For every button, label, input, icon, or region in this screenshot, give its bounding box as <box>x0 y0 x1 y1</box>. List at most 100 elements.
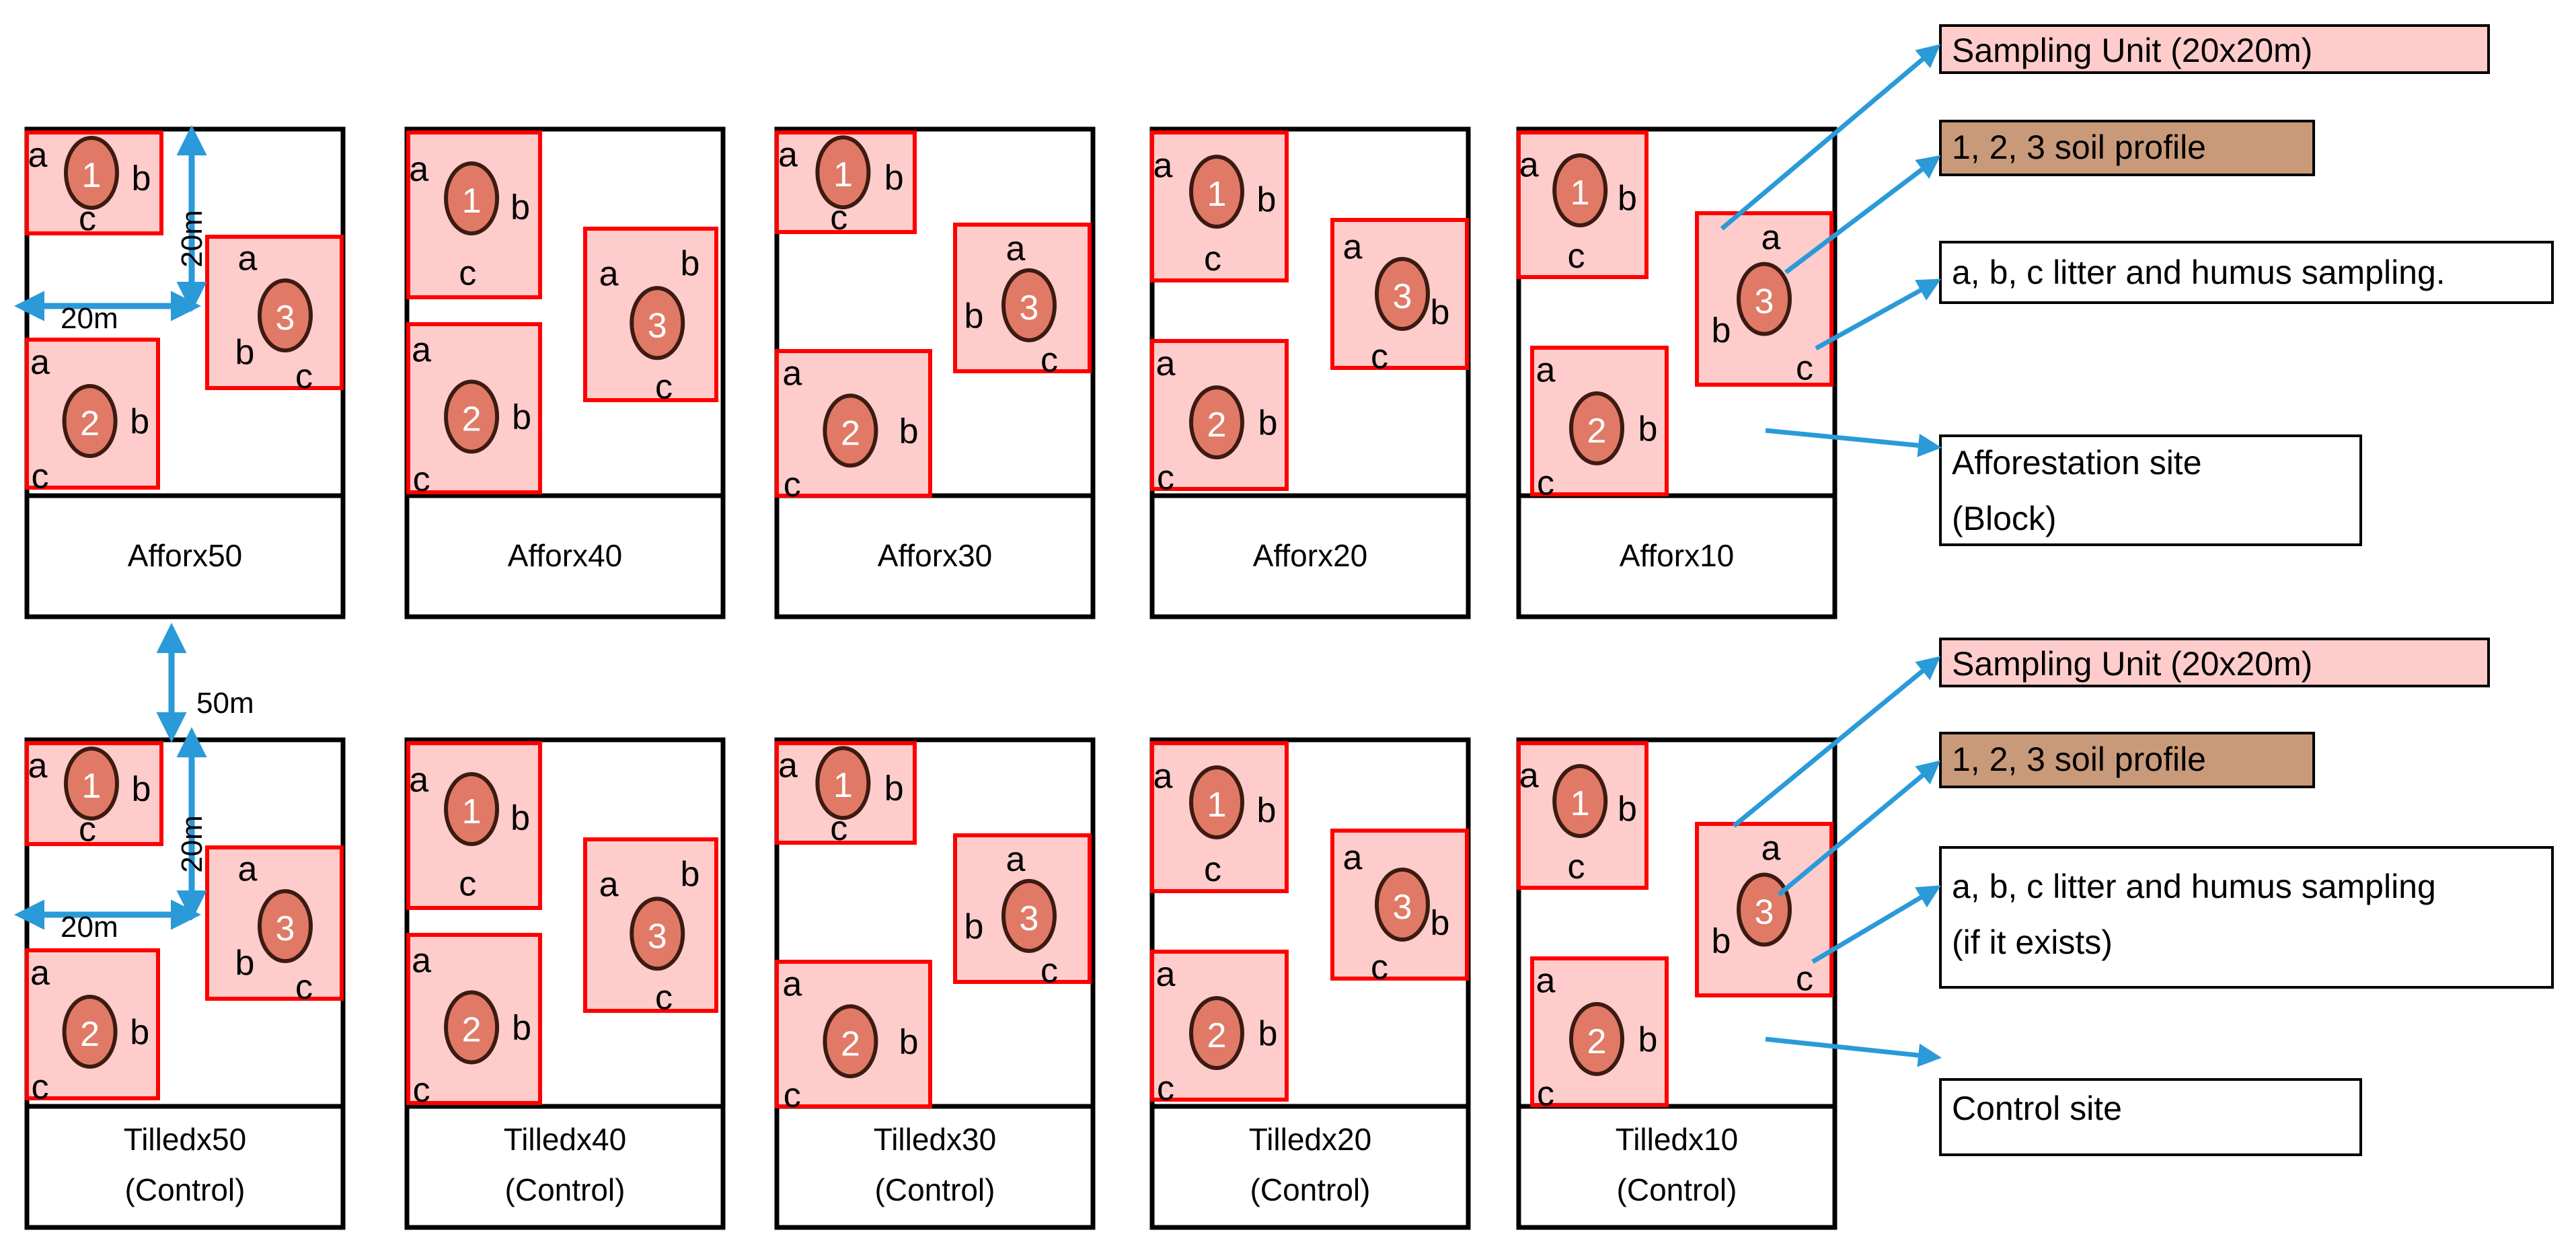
legend-soil-profile-text-control: 1, 2, 3 soil profile <box>1952 740 2206 778</box>
litter-point-c: c <box>1537 464 1554 503</box>
litter-point-a: a <box>409 150 428 189</box>
litter-point-a: a <box>1156 344 1176 383</box>
soil-profile-marker <box>823 393 878 468</box>
litter-point-a: a <box>412 942 431 981</box>
litter-point-b: b <box>1431 293 1450 332</box>
litter-point-c: c <box>1796 349 1813 388</box>
litter-point-c: c <box>655 368 673 407</box>
pointer-sampling-unit-control <box>1732 656 1941 828</box>
litter-point-a: a <box>1536 962 1556 1001</box>
litter-point-c: c <box>1796 960 1813 999</box>
pointer-soil-profile-control <box>1777 760 1941 897</box>
soil-profile-number: 3 <box>648 917 667 956</box>
litter-point-b: b <box>235 944 255 983</box>
soil-profile-marker <box>64 747 119 821</box>
litter-point-c: c <box>413 1071 430 1110</box>
soil-profile-number: 1 <box>462 182 482 221</box>
litter-point-c: c <box>32 1067 49 1106</box>
litter-point-a: a <box>1761 219 1781 258</box>
soil-profile-number: 3 <box>1020 289 1039 328</box>
litter-point-a: a <box>1519 756 1539 795</box>
block-label: Afforx30 <box>878 538 992 573</box>
litter-point-b: b <box>1712 311 1731 350</box>
block-label: Tilledx40 <box>504 1122 626 1157</box>
litter-point-a: a <box>1536 351 1556 390</box>
soil-profile-number: 2 <box>462 400 482 439</box>
legend-litter-box-control <box>1939 846 2554 989</box>
soil-profile-marker <box>1189 385 1244 459</box>
litter-point-b: b <box>1638 1020 1658 1059</box>
legend-soil-profile-box <box>1939 120 2315 176</box>
pointer-site-control <box>1765 1036 1942 1067</box>
litter-point-b: b <box>512 1009 531 1048</box>
block-label-area <box>1516 493 1838 619</box>
soil-profile-marker <box>1569 1001 1624 1076</box>
soil-profile-number: 2 <box>1587 412 1607 451</box>
litter-point-b: b <box>130 1013 149 1052</box>
soil-profile-marker <box>444 990 500 1065</box>
litter-point-a: a <box>409 761 428 800</box>
block-label-area <box>24 1104 346 1230</box>
litter-point-c: c <box>79 810 96 849</box>
block-label: Tilledx20 <box>1249 1122 1371 1157</box>
block-label-area <box>1149 1104 1471 1230</box>
litter-point-a: a <box>1343 839 1363 878</box>
soil-profile-number: 3 <box>1020 899 1039 938</box>
legend: Sampling Unit (20x20m) 1, 2, 3 soil prof… <box>1720 24 2554 1156</box>
soil-profile-marker <box>444 379 500 454</box>
block-label-area <box>774 493 1096 619</box>
block-label: Afforx40 <box>508 538 622 573</box>
soil-profile-marker <box>1375 257 1430 331</box>
legend-sampling-unit-text-control: Sampling Unit (20x20m) <box>1952 645 2312 683</box>
litter-point-c: c <box>413 460 430 499</box>
litter-point-b: b <box>132 159 151 198</box>
soil-profile-marker <box>1552 764 1608 838</box>
block-label: Afforx20 <box>1253 538 1367 573</box>
litter-point-a: a <box>1153 757 1173 796</box>
block-label-note: (Control) <box>505 1172 626 1207</box>
block-label-area <box>1516 1104 1838 1230</box>
soil-profile-marker <box>1737 872 1792 947</box>
sampling-unit-3: 3 a b c <box>1695 211 1833 388</box>
litter-point-c: c <box>1204 850 1221 889</box>
litter-point-b: b <box>681 244 700 283</box>
litter-point-b: b <box>899 1022 919 1061</box>
soil-profile-number: 3 <box>1755 282 1774 321</box>
litter-point-a: a <box>28 136 48 175</box>
litter-point-a: a <box>30 343 50 382</box>
litter-point-c: c <box>1204 239 1221 278</box>
soil-profile-marker <box>444 772 500 846</box>
litter-point-a: a <box>778 136 798 175</box>
litter-point-a: a <box>412 331 431 370</box>
soil-profile-marker <box>444 161 500 235</box>
litter-point-b: b <box>899 412 919 451</box>
litter-point-b: b <box>884 159 904 198</box>
pointer-site <box>1765 428 1942 457</box>
litter-point-a: a <box>782 964 802 1003</box>
litter-point-a: a <box>1519 145 1539 184</box>
litter-point-b: b <box>1257 791 1277 830</box>
litter-point-c: c <box>1568 847 1585 886</box>
legend-site-box-control <box>1939 1078 2362 1156</box>
legend-sampling-unit-box <box>1939 24 2490 74</box>
legend-sampling-unit-box-control <box>1939 638 2490 687</box>
